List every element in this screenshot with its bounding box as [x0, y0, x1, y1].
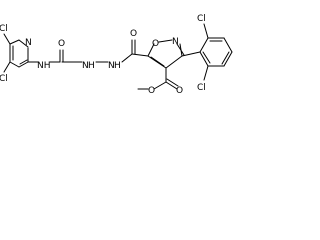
- atom-label-o: O: [130, 29, 137, 39]
- bond: [121, 53, 133, 63]
- bond: [9, 61, 20, 68]
- bond: [199, 37, 209, 53]
- atom-label-n: NH: [37, 61, 51, 71]
- linker-bonds: [49, 39, 149, 63]
- bond: [165, 55, 183, 69]
- atom-labels: Cl Cl N NH O N H N H O O N Cl Cl O O: [0, 14, 206, 96]
- bond: [153, 81, 167, 90]
- bond: [202, 51, 211, 64]
- bond: [203, 23, 209, 39]
- bond: [221, 51, 230, 65]
- bond: [176, 43, 185, 56]
- bond: [131, 53, 149, 57]
- bond: [181, 51, 201, 57]
- atom-label-cl: Cl: [0, 74, 8, 84]
- atom-label-h: H: [114, 61, 121, 71]
- bond: [9, 39, 20, 45]
- bond: [3, 61, 11, 73]
- atom-label-n: N: [25, 38, 32, 48]
- isoxazole-bonds: [147, 39, 185, 69]
- atom-label-n: N: [82, 61, 89, 71]
- bond: [150, 56, 165, 67]
- atom-label-n: N: [172, 37, 179, 47]
- atom-label-o: O: [148, 86, 155, 96]
- bond: [223, 37, 233, 53]
- bond: [158, 39, 173, 43]
- atom-label-cl: Cl: [0, 24, 8, 34]
- chemical-structure-diagram: Cl Cl N NH O N H N H O O N Cl Cl O O: [0, 14, 233, 96]
- bond: [18, 39, 29, 48]
- atom-label-cl: Cl: [197, 14, 206, 24]
- bond: [165, 81, 178, 90]
- bond: [147, 55, 167, 69]
- bond: [19, 59, 28, 65]
- bond: [199, 51, 209, 67]
- ester-bonds: [137, 67, 179, 90]
- dichlorophenyl-ring-bonds: [181, 23, 233, 81]
- atom-label-cl: Cl: [197, 83, 206, 93]
- dichloropyridine-ring-bonds: [3, 33, 39, 73]
- atom-label-o: O: [58, 39, 65, 49]
- atom-label-o: O: [176, 86, 183, 96]
- bond: [223, 51, 233, 67]
- bond: [3, 33, 11, 45]
- atom-label-h: H: [88, 61, 95, 71]
- bond: [203, 65, 209, 81]
- atom-label-o: O: [152, 39, 159, 49]
- bond: [18, 61, 29, 68]
- bond: [147, 43, 155, 57]
- bond: [166, 78, 179, 87]
- atom-label-n: N: [108, 61, 115, 71]
